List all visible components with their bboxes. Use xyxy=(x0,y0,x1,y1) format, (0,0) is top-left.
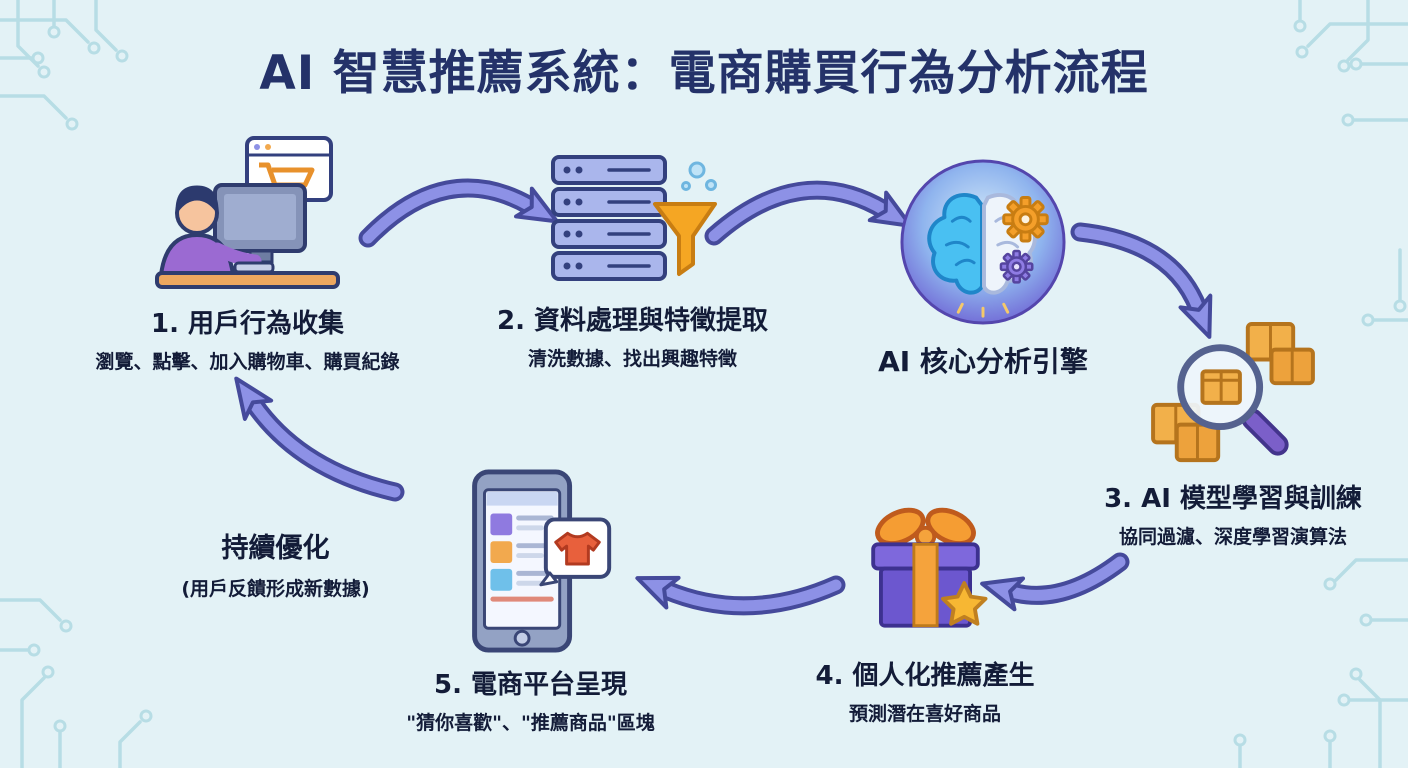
step-label: 5. 電商平台呈現 xyxy=(433,670,628,700)
step-sublabel: 協同過濾、深度學習演算法 xyxy=(1118,526,1347,548)
step-label: 1. 用戶行為收集 xyxy=(150,309,345,339)
diagram-title: AI 智慧推薦系統：電商購買行為分析流程 xyxy=(259,46,1149,101)
user-at-computer-icon xyxy=(55,135,440,295)
step-sublabel: 預測潛在喜好商品 xyxy=(848,703,1001,725)
step-3-model-training: 3. AI 模型學習與訓練 協同過濾、深度學習演算法 xyxy=(1072,322,1394,549)
ai-brain-gears-icon xyxy=(858,158,1108,326)
loop-sublabel: (用戶反饋形成新數據) xyxy=(181,578,370,600)
gift-star-icon xyxy=(775,492,1075,647)
step-label: 2. 資料處理與特徵提取 xyxy=(496,306,769,336)
loop-continuous-optimization: 持續優化 (用戶反饋形成新數據) xyxy=(148,518,403,601)
step-1-user-behavior: 1. 用戶行為收集 瀏覽、點擊、加入購物車、購買紀錄 xyxy=(55,135,440,374)
step-sublabel: "猜你喜歡"、"推薦商品"區塊 xyxy=(406,712,655,734)
step-sublabel: 清洗數據、找出興趣特徵 xyxy=(527,348,737,370)
step-sublabel: 瀏覽、點擊、加入購物車、購買紀錄 xyxy=(95,351,400,373)
loop-label: 持續優化 xyxy=(221,533,330,564)
step-5-platform-display: 5. 電商平台呈現 "猜你喜歡"、"推薦商品"區塊 xyxy=(358,468,703,735)
step-4-recommendation: 4. 個人化推薦產生 預測潛在喜好商品 xyxy=(775,492,1075,726)
step-label: 4. 個人化推薦產生 xyxy=(815,661,1035,691)
step-label: 3. AI 模型學習與訓練 xyxy=(1104,484,1362,514)
magnifier-boxes-icon xyxy=(1072,322,1394,470)
phone-app-icon xyxy=(358,468,703,656)
ai-core-engine: AI 核心分析引擎 xyxy=(858,158,1108,380)
server-funnel-icon xyxy=(455,152,810,292)
step-2-data-processing: 2. 資料處理與特徵提取 清洗數據、找出興趣特徵 xyxy=(455,152,810,371)
step-label: AI 核心分析引擎 xyxy=(878,345,1088,378)
